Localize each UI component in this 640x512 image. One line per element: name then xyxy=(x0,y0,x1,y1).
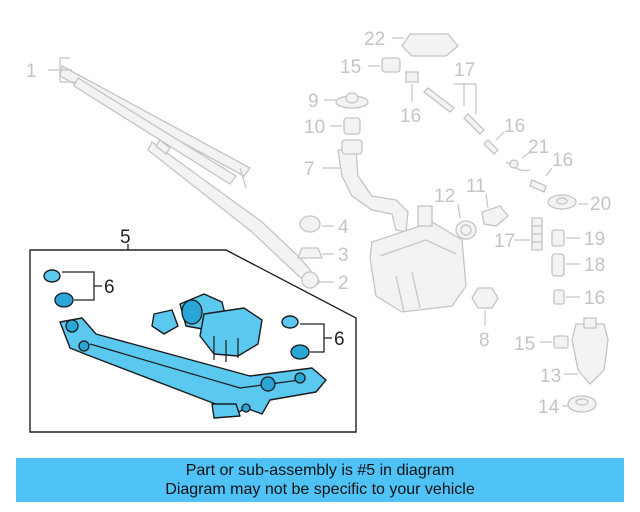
grommet-20 xyxy=(547,194,588,210)
callout-13: 13 xyxy=(540,366,561,387)
callout-11: 11 xyxy=(466,176,486,197)
callout-16-lower: 16 xyxy=(584,288,605,309)
callout-2: 2 xyxy=(338,273,349,294)
washer-pump-parts xyxy=(540,317,609,413)
wiper-linkage xyxy=(59,317,327,419)
parts-diagram: 1 4 3 2 7 9 10 22 15 1 xyxy=(26,29,611,433)
wiper-motor xyxy=(151,293,263,362)
callout-22: 22 xyxy=(364,29,385,50)
washer-hose-parts xyxy=(423,83,505,155)
callout-20: 20 xyxy=(590,194,611,215)
callout-17-top: 17 xyxy=(454,60,475,81)
callout-17-lower: 17 xyxy=(494,231,515,252)
callout-7: 7 xyxy=(304,159,315,180)
callout-21: 21 xyxy=(528,137,549,158)
callout-4: 4 xyxy=(338,217,349,238)
callout-6-left: 6 xyxy=(104,277,115,298)
callout-5: 5 xyxy=(120,227,131,248)
banner-line-2: Diagram may not be specific to your vehi… xyxy=(165,481,475,498)
callout-6-right: 6 xyxy=(334,329,345,350)
fasteners-6 xyxy=(43,269,332,360)
pivot-cap-parts xyxy=(297,215,334,289)
callout-16-upper-right: 16 xyxy=(504,116,525,137)
bolt-8 xyxy=(471,287,499,326)
washer-reservoir xyxy=(322,139,467,313)
callout-16-right: 16 xyxy=(552,150,573,171)
callout-9: 9 xyxy=(308,91,319,112)
washer-cap-parts xyxy=(324,92,369,135)
callout-15-top: 15 xyxy=(340,57,361,78)
top-connector-parts xyxy=(368,33,459,102)
callout-10: 10 xyxy=(304,117,325,138)
callout-12: 12 xyxy=(434,186,455,207)
banner-line-1: Part or sub-assembly is #5 in diagram xyxy=(185,462,455,479)
callout-8: 8 xyxy=(479,330,490,351)
callout-18: 18 xyxy=(584,255,605,276)
callout-15-lower: 15 xyxy=(514,334,535,355)
nozzle-parts-column xyxy=(514,217,580,305)
callout-19: 19 xyxy=(584,229,605,250)
callout-16-upper-left: 16 xyxy=(400,106,421,127)
wiper-blade-assembly xyxy=(48,57,321,289)
callout-3: 3 xyxy=(338,245,349,266)
callout-14: 14 xyxy=(538,397,560,418)
callout-1: 1 xyxy=(26,61,37,82)
check-valve-parts xyxy=(505,151,553,193)
info-banner: Part or sub-assembly is #5 in diagram Di… xyxy=(16,458,624,502)
pump-seal-parts xyxy=(455,193,509,240)
